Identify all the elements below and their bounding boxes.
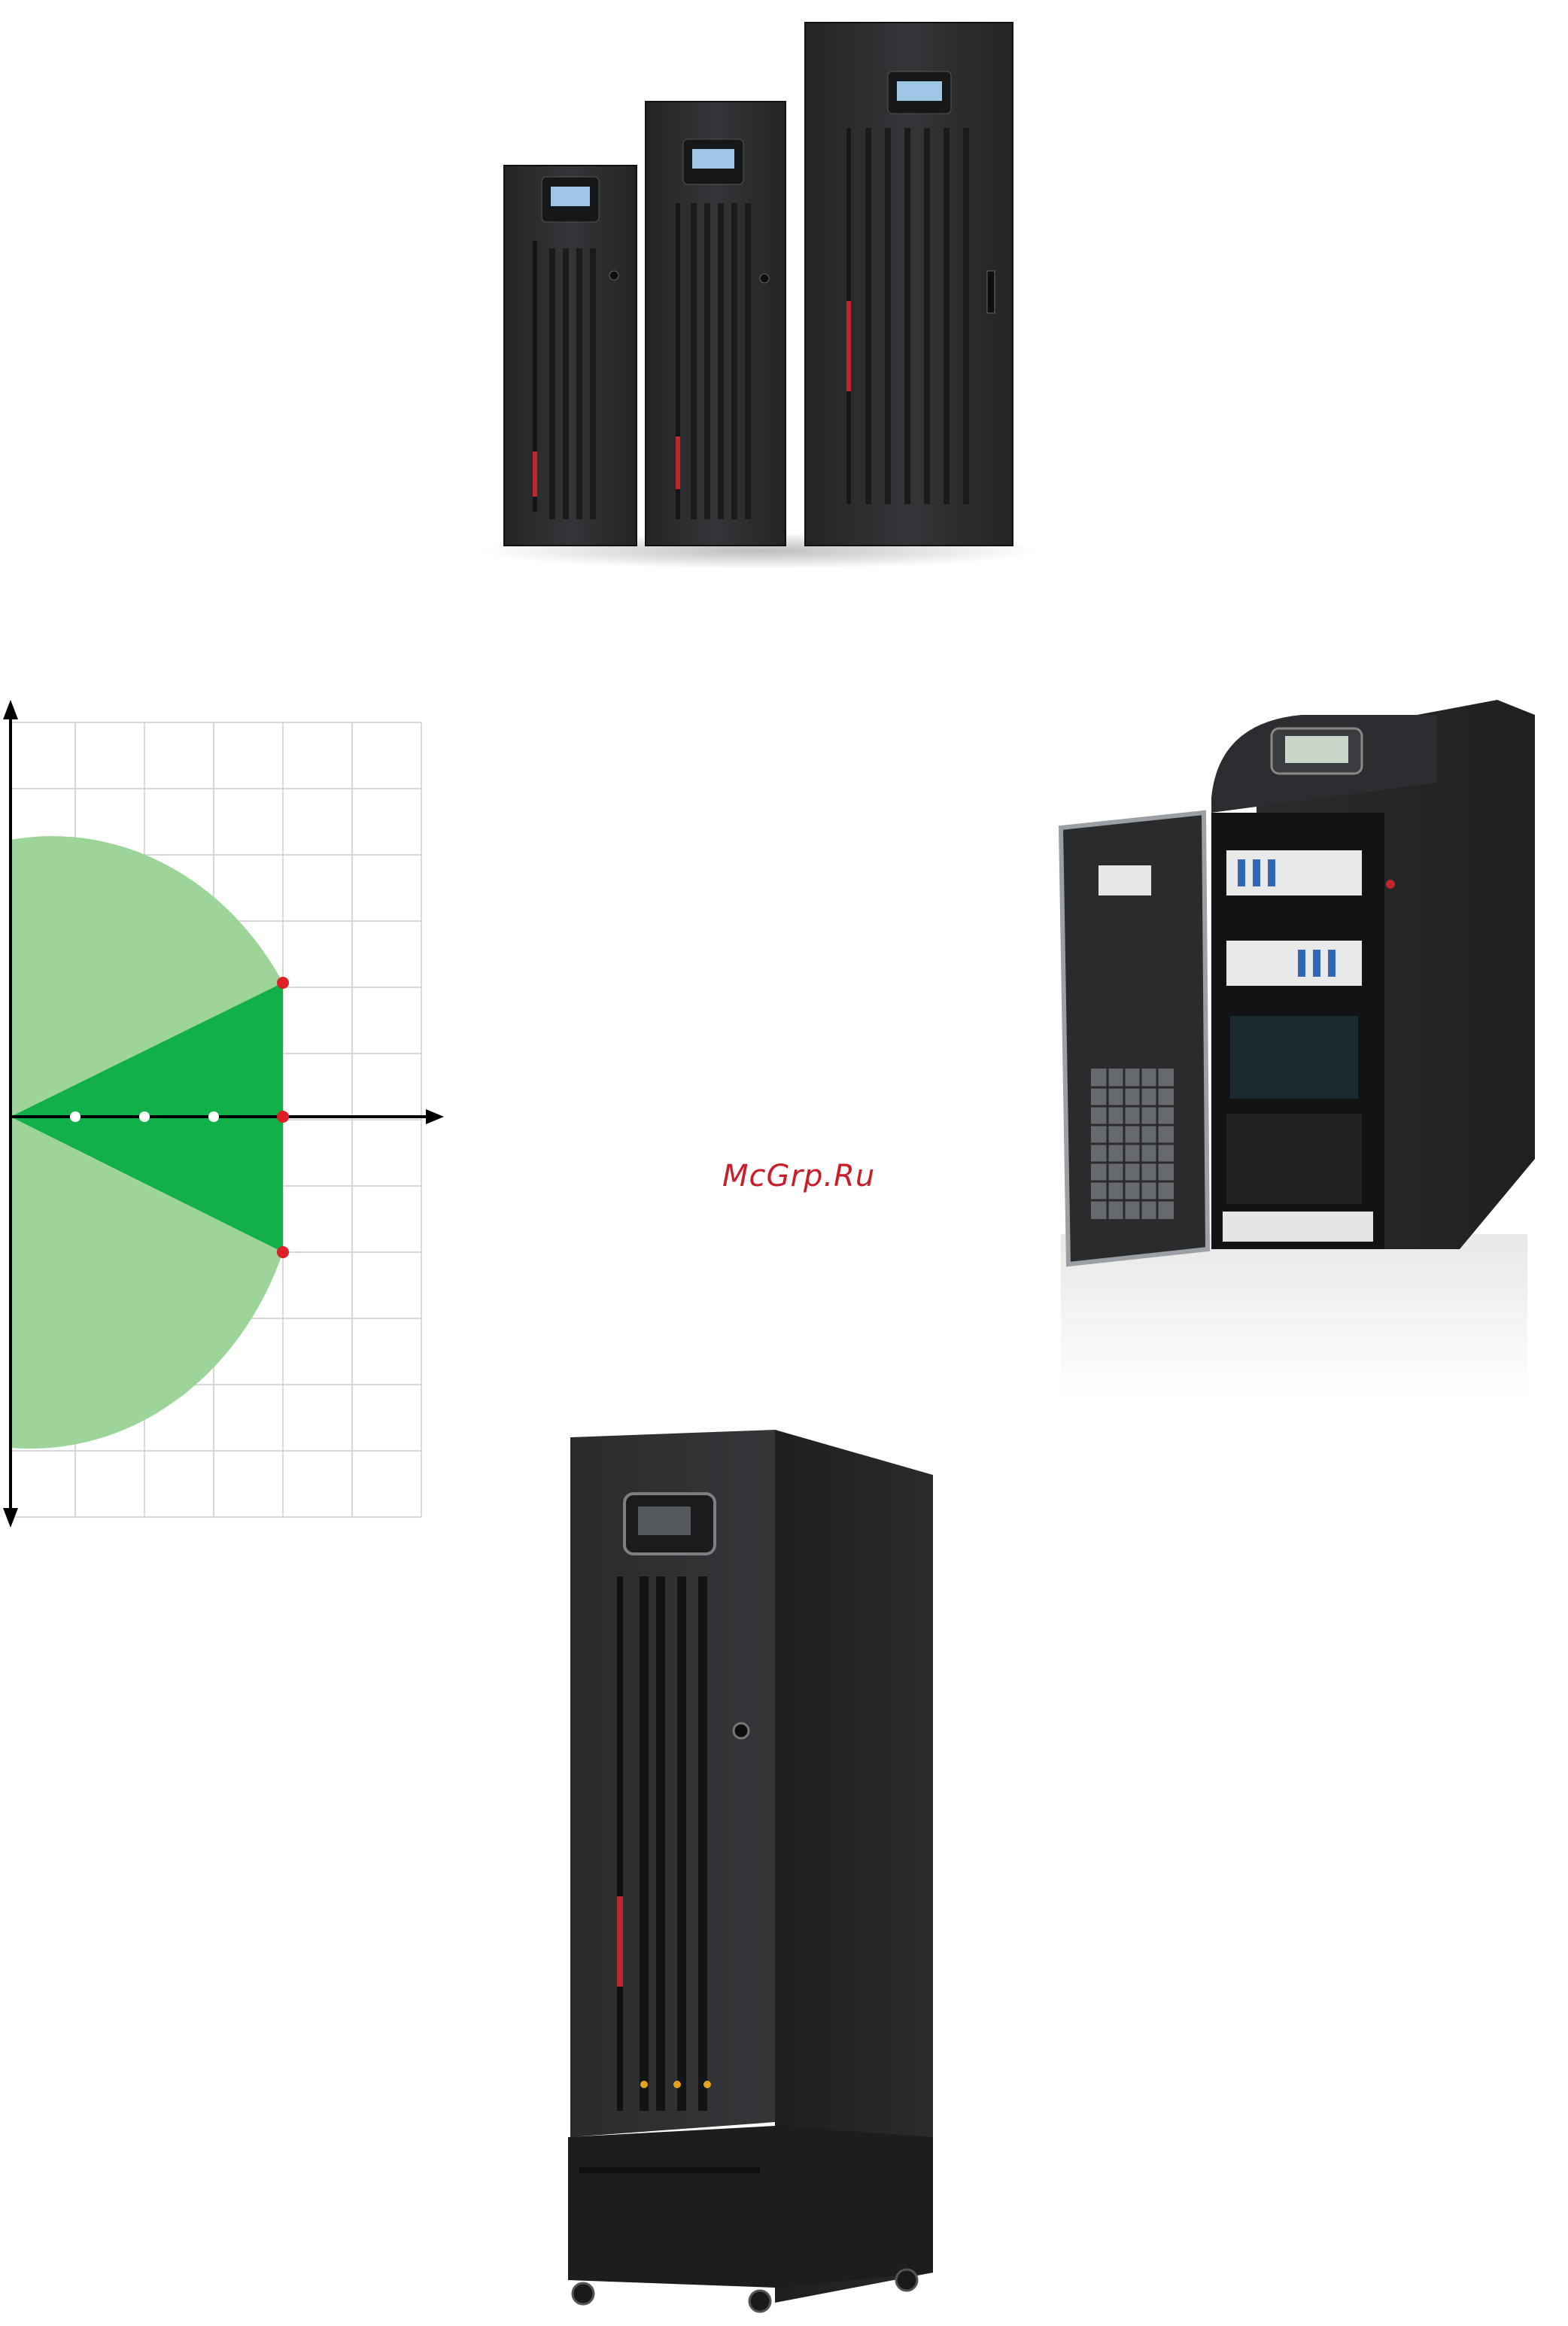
watermark-text: McGrp.Ru bbox=[722, 1159, 875, 1193]
ups-open-door-image bbox=[1046, 692, 1557, 1407]
ups-tall-cabinet-image bbox=[557, 1415, 948, 2318]
ups-family-image bbox=[466, 15, 1038, 572]
power-capability-diagram bbox=[0, 700, 451, 1528]
